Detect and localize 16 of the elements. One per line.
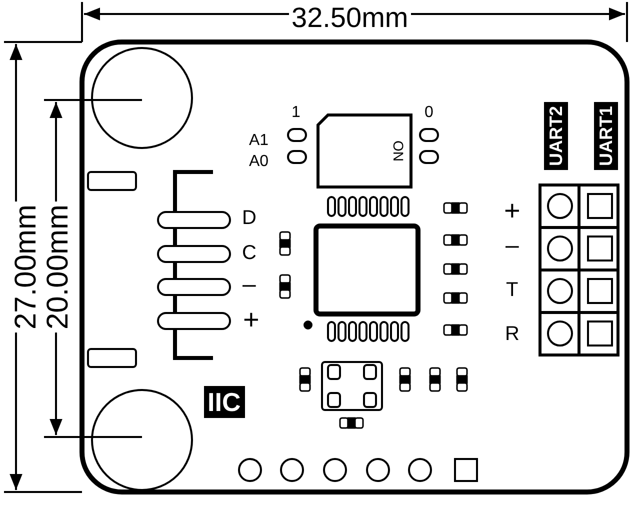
pin-label: R xyxy=(505,324,520,344)
pin-label: C xyxy=(242,243,256,263)
switch-label: ON xyxy=(391,140,405,162)
interface-label: UART2 xyxy=(544,102,568,170)
pin-label: + xyxy=(243,306,260,334)
pin-label: T xyxy=(506,280,518,300)
pin-label: – xyxy=(242,273,256,297)
interface-label: IIC xyxy=(204,386,245,418)
pin-label: A0 xyxy=(249,154,269,170)
pin-label: D xyxy=(242,208,256,228)
pin-label: + xyxy=(504,197,520,225)
pin-label: 0 xyxy=(424,105,434,121)
interface-label: UART1 xyxy=(594,102,618,170)
pin-label: A1 xyxy=(249,133,269,149)
pin-label: 1 xyxy=(292,105,300,121)
pin-label: – xyxy=(506,234,519,258)
